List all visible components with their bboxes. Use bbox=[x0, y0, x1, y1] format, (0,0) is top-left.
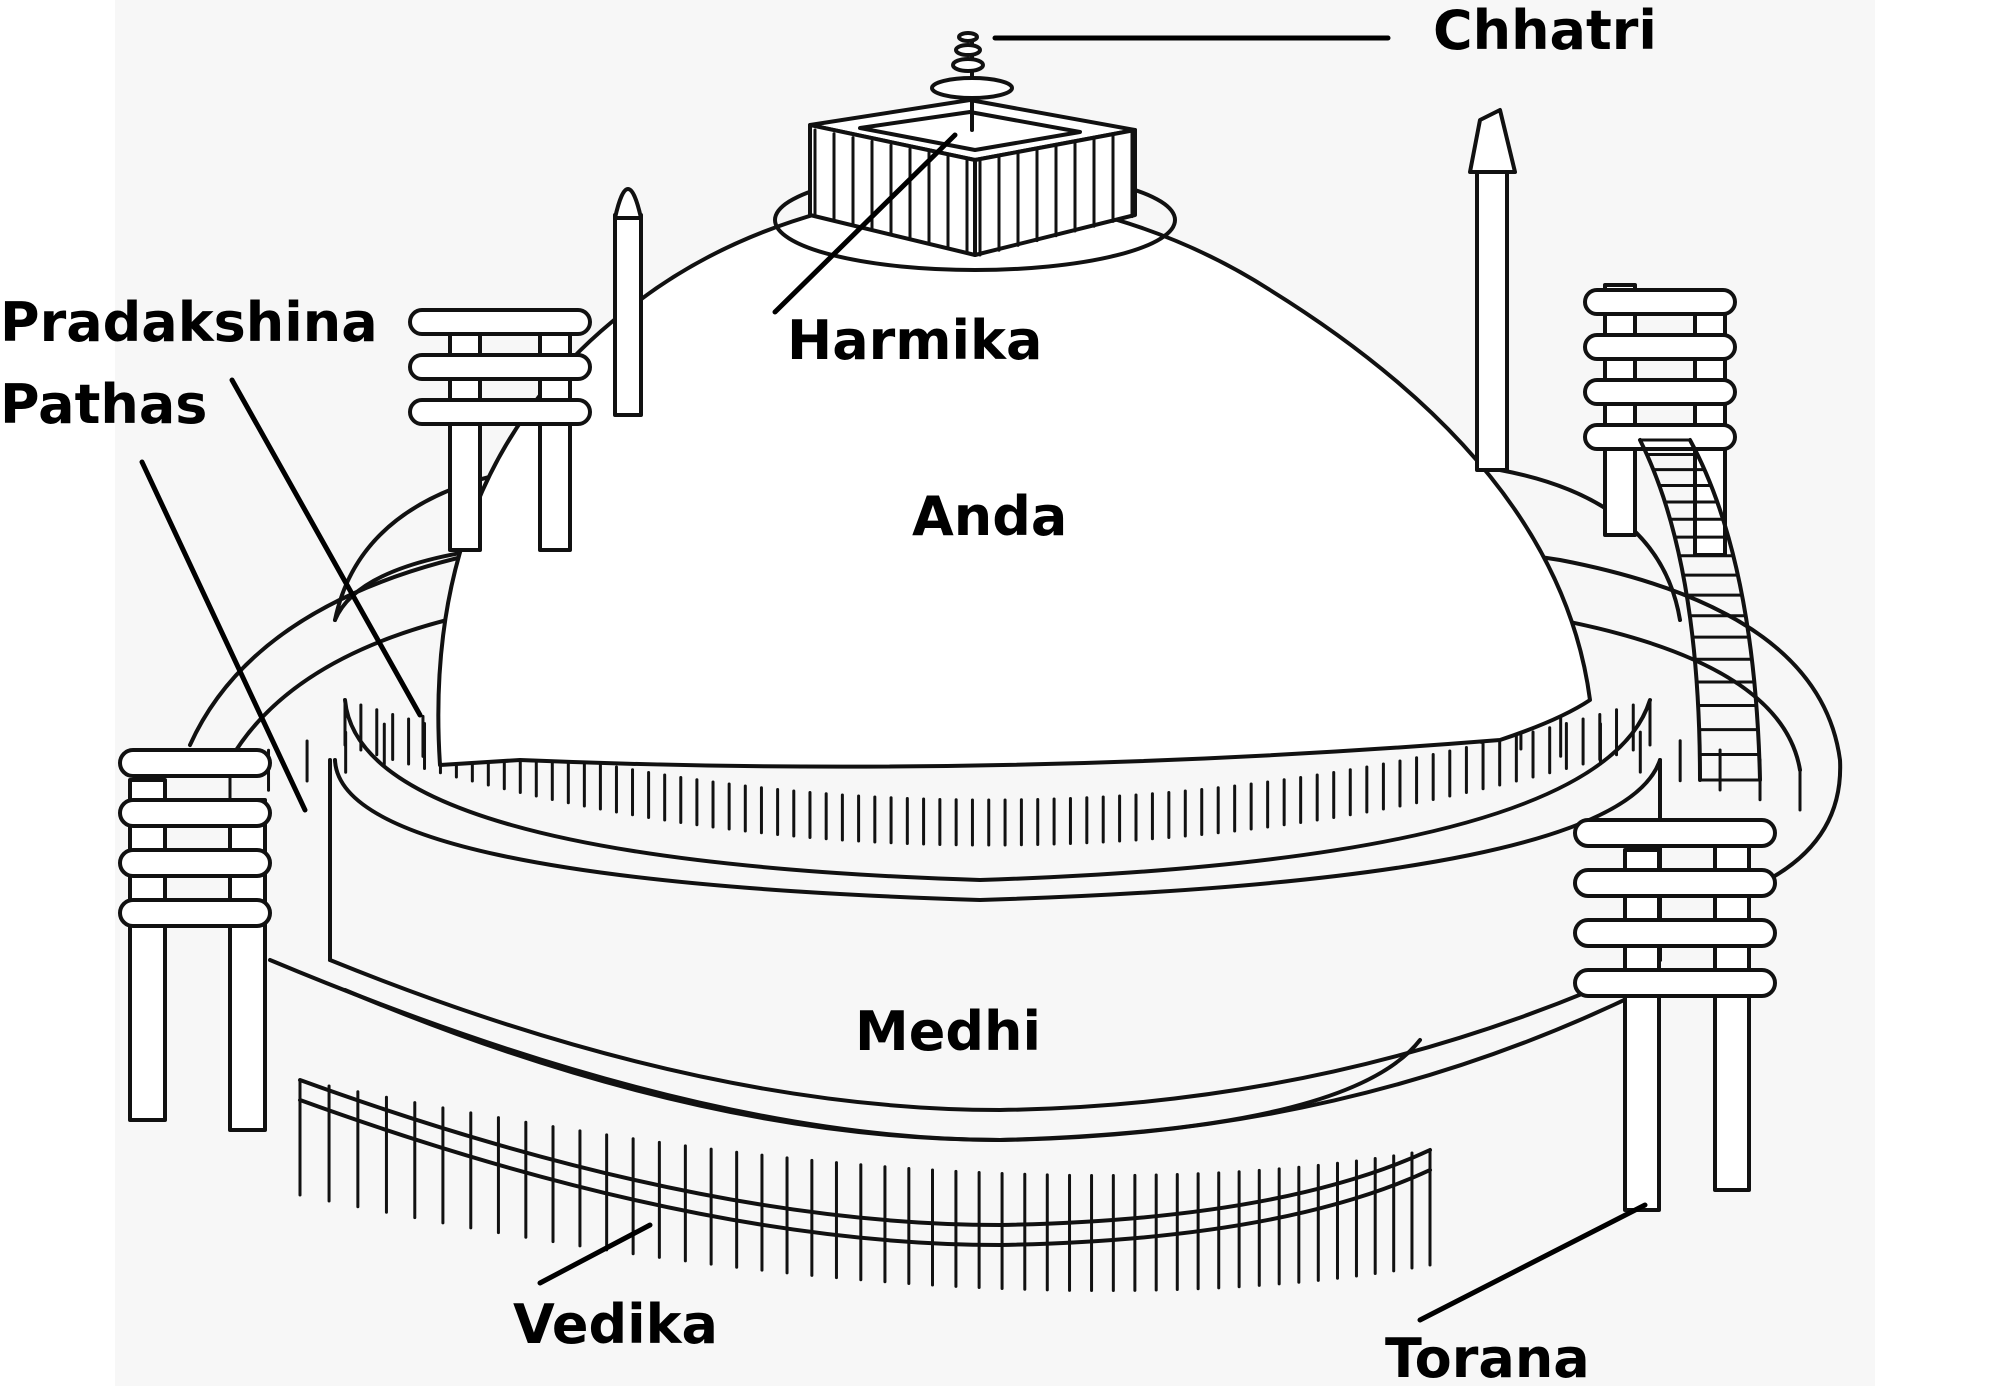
label-pradakshina-line1: Pradakshina bbox=[0, 291, 378, 354]
label-vedika: Vedika bbox=[513, 1293, 718, 1356]
leader-harmika bbox=[772, 132, 958, 315]
leader-pradakshina-lower bbox=[139, 459, 308, 813]
leader-vedika bbox=[537, 1222, 653, 1286]
vedika-posts bbox=[298, 1078, 1432, 1293]
staircase bbox=[1638, 438, 1762, 782]
label-chhatri: Chhatri bbox=[1433, 0, 1657, 62]
torana-gate-left bbox=[118, 748, 272, 1132]
chhatri-umbrella bbox=[930, 31, 1014, 132]
label-anda: Anda bbox=[912, 485, 1068, 548]
pillar-left bbox=[613, 187, 643, 417]
torana-gate-top-right bbox=[1583, 283, 1737, 557]
harmika-bars bbox=[813, 128, 1134, 257]
label-torana: Torana bbox=[1385, 1327, 1590, 1390]
pillar-right bbox=[1468, 108, 1517, 472]
torana-gate-top-left bbox=[408, 308, 592, 552]
label-harmika: Harmika bbox=[787, 309, 1043, 372]
vedika-railing bbox=[268, 958, 1432, 1293]
leader-pradakshina-upper bbox=[229, 377, 423, 718]
label-medhi: Medhi bbox=[855, 1000, 1041, 1063]
label-pradakshina-line2: Pathas bbox=[0, 373, 208, 436]
torana-gate-right bbox=[1573, 818, 1777, 1212]
leader-torana bbox=[1417, 1202, 1648, 1323]
